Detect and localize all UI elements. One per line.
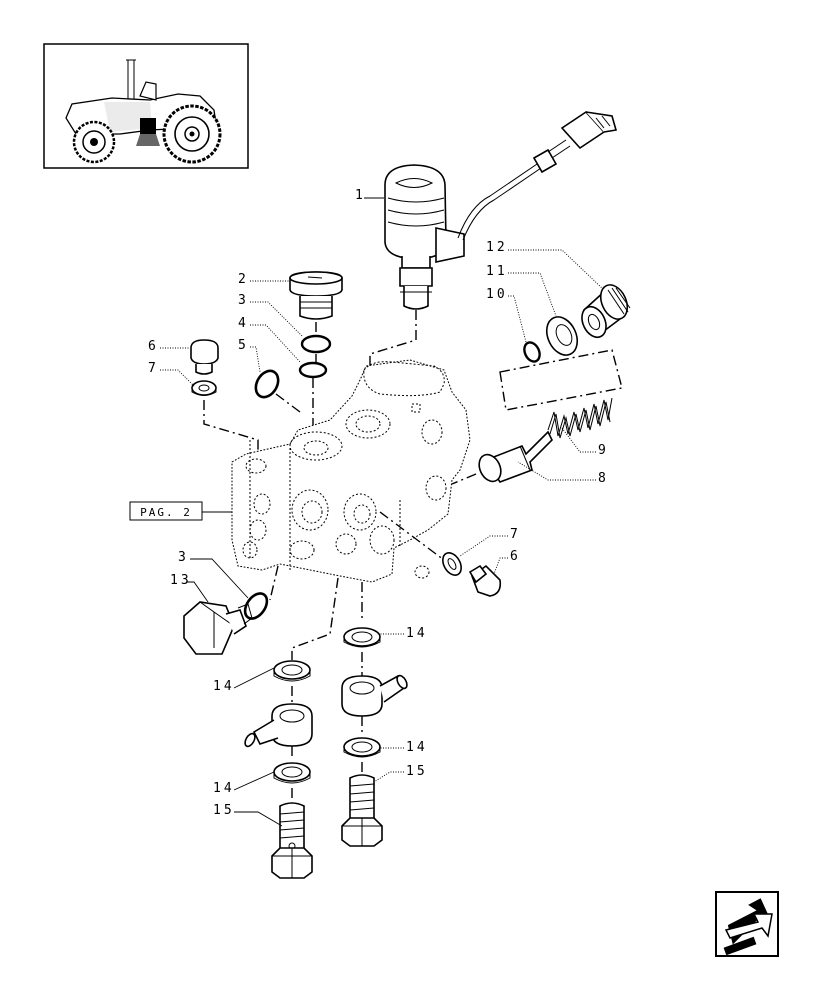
washer-14-lower-left[interactable] [273,762,311,784]
page-reference[interactable]: PAG. 2 [129,501,203,521]
washer-14-lower-right[interactable] [343,737,381,758]
callout-2: 2 [238,272,249,287]
callout-1: 1 [355,188,366,203]
callout-4: 4 [238,316,249,331]
washer-7-left[interactable] [191,380,217,396]
plug-2[interactable] [289,271,343,320]
callout-10: 10 [486,287,508,302]
callout-14: 14 [213,781,235,796]
plug-6-left[interactable] [190,339,219,375]
ring-11[interactable] [541,312,583,360]
callout-15: 15 [213,803,235,818]
washer-7-right[interactable] [439,550,465,579]
callout-14: 14 [406,740,428,755]
callout-7: 7 [510,527,521,542]
callout-3: 3 [238,293,249,308]
callout-6: 6 [148,339,159,354]
leader-lines [160,197,605,827]
plug-13[interactable] [183,601,253,655]
o-ring-3-lower[interactable] [241,589,272,622]
assembly-line-plug [312,322,317,430]
callout-14: 14 [213,679,235,694]
callout-5: 5 [238,338,249,353]
callout-3: 3 [178,550,189,565]
callout-11: 11 [486,264,508,279]
back-arrow-icon[interactable] [715,891,779,957]
cap-12[interactable] [577,281,632,342]
svg-text:PAG. 2: PAG. 2 [140,506,192,519]
callout-15: 15 [406,764,428,779]
o-ring-4[interactable] [298,361,328,379]
bolt-15-right[interactable] [341,774,383,847]
valve-body[interactable] [231,359,471,583]
plug-6-right[interactable] [468,564,502,597]
callout-8: 8 [598,471,609,486]
bolt-15-left[interactable] [271,802,313,879]
spool-8[interactable] [475,430,553,485]
washer-14-upper-left[interactable] [273,660,311,682]
callout-9: 9 [598,443,609,458]
callout-13: 13 [170,573,192,588]
callout-14: 14 [406,626,428,641]
banjo-fitting-left[interactable] [243,703,313,748]
tractor-thumbnail[interactable] [43,43,249,169]
washer-14-upper-right[interactable] [343,627,381,648]
callout-6: 6 [510,549,521,564]
solenoid-coil[interactable] [384,110,618,310]
callout-12: 12 [486,240,508,255]
o-ring-10[interactable] [521,340,542,364]
o-ring-5[interactable] [251,367,282,401]
callout-7: 7 [148,361,159,376]
o-ring-3[interactable] [300,334,332,354]
spring-9[interactable] [547,397,613,439]
banjo-fitting-right[interactable] [341,674,409,717]
